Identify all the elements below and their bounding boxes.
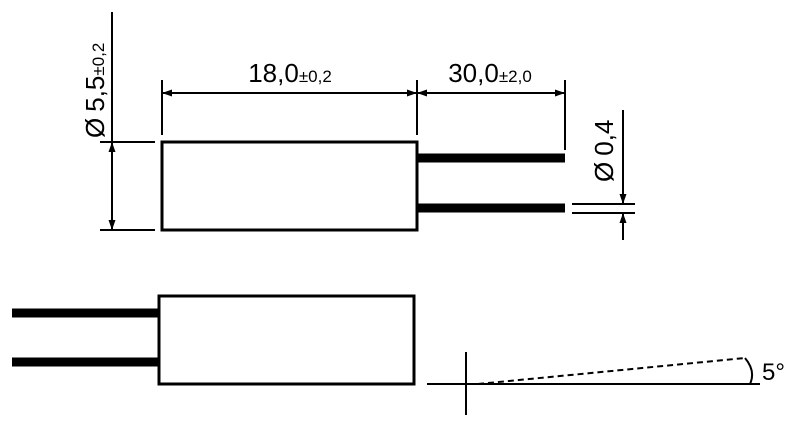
bottom-body-rect	[157, 294, 416, 386]
angle-detail: 5°	[427, 352, 785, 415]
label-wire-length: 30,0±2,0	[448, 58, 532, 88]
label-wire-diameter: Ø 0,4	[589, 120, 619, 182]
top-body-rect	[160, 140, 419, 232]
top-view: 18,0±0,2 30,0±2,0 Ø5,5±0,2 Ø0,4	[80, 12, 635, 240]
body-diameter-symbol: Ø	[80, 118, 110, 138]
angle-dashed-line	[477, 357, 746, 385]
wire-diameter-value: 0,4	[589, 120, 619, 156]
wire-diameter-symbol: Ø	[589, 162, 619, 182]
label-body-length: 18,0±0,2	[248, 58, 332, 88]
angle-arc	[744, 357, 754, 385]
wire-length-tolerance: ±2,0	[499, 67, 532, 86]
body-length-value: 18,0	[248, 58, 299, 88]
bottom-view	[12, 294, 416, 386]
wire-length-value: 30,0	[448, 58, 499, 88]
body-diameter-value: 5,5	[80, 76, 110, 112]
body-diameter-tolerance: ±0,2	[89, 43, 108, 76]
label-angle: 5°	[762, 359, 785, 386]
body-length-tolerance: ±0,2	[299, 67, 332, 86]
label-body-diameter: Ø 5,5±0,2	[80, 43, 110, 138]
